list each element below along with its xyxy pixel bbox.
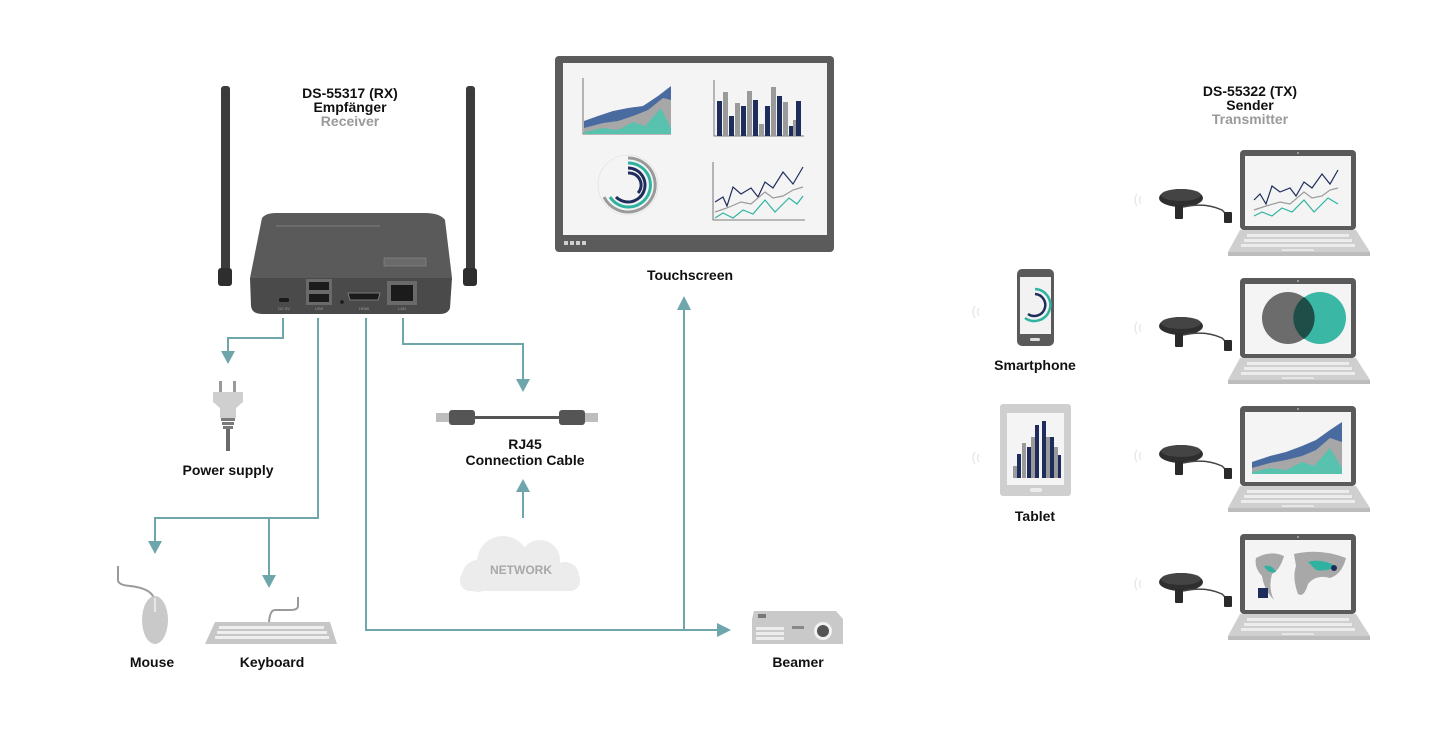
laptop-with-dongle	[1134, 278, 1370, 384]
laptop-screen-venn-diagram	[1262, 292, 1346, 344]
rj45-label-line1: RJ45	[508, 436, 542, 452]
tablet-icon	[1000, 404, 1071, 496]
screen-radial-chart	[597, 154, 659, 216]
transmitter-title: DS-55322 (TX) Sender Transmitter	[1170, 84, 1330, 126]
rj45-label-line2: Connection Cable	[465, 452, 585, 468]
connector-hdmi-to-beamer	[365, 318, 718, 631]
antenna-right-icon	[466, 86, 475, 278]
keyboard-label: Keyboard	[239, 654, 305, 670]
rj45-label: RJ45 Connection Cable	[440, 436, 610, 468]
screen-area-chart	[582, 78, 671, 135]
laptop-with-dongle	[1134, 406, 1370, 512]
network-label: NETWORK	[490, 563, 552, 577]
laptop-screen-world-map	[1255, 551, 1346, 600]
power-supply-label: Power supply	[182, 462, 274, 478]
laptop-screen-line-chart	[1253, 169, 1339, 217]
laptop-with-dongle	[1134, 534, 1370, 640]
receiver-label-en: Receiver	[320, 113, 380, 129]
port-label-dc: DC 5V	[278, 306, 290, 311]
touchscreen-label: Touchscreen	[646, 267, 734, 283]
arrow-to-rj45	[516, 379, 530, 392]
port-hdmi-icon	[347, 292, 381, 301]
receiver-label-de: Empfänger	[313, 99, 387, 115]
port-label-lan: LAN	[398, 306, 406, 311]
antenna-left-icon	[221, 86, 230, 278]
connector-dc-to-power	[227, 318, 284, 352]
transmitter-label-en: Transmitter	[1211, 111, 1289, 127]
connector-lan-to-rj45	[402, 318, 524, 380]
laptop-with-dongle	[1134, 150, 1370, 256]
transmitter-model: DS-55322 (TX)	[1202, 83, 1298, 99]
smartphone-icon	[1017, 269, 1054, 346]
beamer-label: Beamer	[772, 654, 824, 670]
arrow-to-keyboard	[262, 575, 276, 588]
arrow-from-network	[516, 479, 530, 492]
port-label-hdmi: HDMI	[359, 306, 369, 311]
brand-badge	[383, 257, 427, 267]
receiver-model: DS-55317 (RX)	[302, 85, 398, 101]
connector-usb-to-peripherals	[154, 318, 319, 542]
laptop-screen-area-chart	[1252, 422, 1342, 474]
receiver-title: DS-55317 (RX) Empfänger Receiver	[270, 86, 430, 128]
arrow-to-power	[221, 351, 235, 364]
screen-bar-chart	[713, 80, 804, 137]
port-dc-icon	[279, 298, 289, 302]
arrow-to-mouse	[148, 541, 162, 554]
arrow-to-touchscreen	[677, 296, 691, 310]
mouse-label: Mouse	[129, 654, 175, 670]
screen-line-chart	[712, 162, 805, 221]
transmitter-label-de: Sender	[1226, 97, 1274, 113]
arrow-to-beamer	[717, 623, 731, 637]
tablet-label: Tablet	[1014, 508, 1056, 524]
port-label-usb: USB	[315, 306, 324, 311]
smartphone-label: Smartphone	[994, 357, 1076, 373]
wireless-signal-icons	[972, 305, 980, 465]
